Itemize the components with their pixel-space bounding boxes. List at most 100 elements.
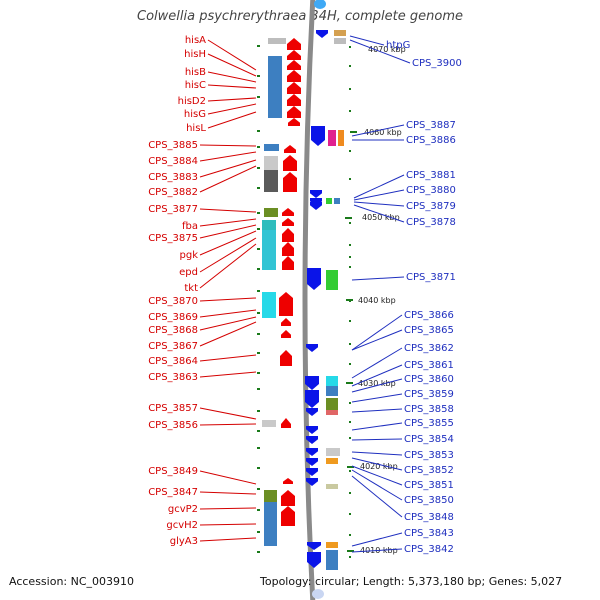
tick-left-2 [257,96,260,98]
gene-label-left-29: glyA3 [170,536,198,547]
gene-label-right-9: CPS_3866 [404,310,454,321]
gene-block-2 [264,144,279,151]
gene-label-right-0: htpG [386,40,410,51]
leader-left-14 [199,230,257,256]
gene-block-5 [264,208,278,217]
gene-label-left-24: CPS_3856 [148,420,198,431]
leader-left-2 [207,71,257,83]
tick-left-10 [257,268,260,270]
gene-label-left-26: CPS_3847 [148,487,198,498]
gene-block-23 [326,448,340,456]
leader-right-13 [351,378,403,393]
gene-arrow-forward-4 [287,82,301,94]
tick-right-18 [349,492,351,494]
gene-arrow-reverse-17 [307,552,321,568]
gene-label-right-6: CPS_3879 [406,201,456,212]
gene-label-left-16: tkt [184,283,198,294]
gene-block-13 [334,38,346,44]
leader-right-2 [351,124,405,137]
gene-label-left-18: CPS_3869 [148,312,198,323]
gene-label-left-9: CPS_3883 [148,172,198,183]
tick-right-11 [349,320,351,322]
gene-label-left-21: CPS_3864 [148,356,198,367]
leader-right-19 [351,457,403,471]
gene-block-22 [326,410,338,415]
gene-arrow-forward-1 [287,50,301,60]
gene-label-right-17: CPS_3854 [404,434,454,445]
backbone-top-marker [314,0,326,9]
leader-right-11 [351,347,403,379]
backbone-bottom-marker [312,589,324,599]
leader-right-6 [353,201,405,207]
tick-left-16 [257,388,260,390]
tick-right-21 [349,556,351,558]
tick-left-1 [257,75,260,77]
tick-left-5 [257,167,260,169]
leader-left-10 [199,165,257,193]
gene-label-right-1: CPS_3900 [412,58,462,69]
gene-block-10 [264,490,277,502]
tick-right-0 [349,46,351,48]
tick-right-15 [349,421,351,423]
gene-block-25 [326,484,338,489]
gene-block-4 [264,170,278,192]
tick-right-5 [349,178,351,180]
leader-left-7 [199,144,257,147]
tick-left-20 [257,467,260,469]
tick-left-21 [257,488,260,490]
gene-arrow-forward-6 [287,106,301,118]
leader-right-12 [351,364,403,387]
tick-right-20 [349,534,351,536]
genome-summary-text: Topology: circular; Length: 5,373,180 bp… [260,575,563,588]
leader-left-12 [199,218,257,227]
gene-label-left-0: hisA [185,35,206,46]
gene-arrow-forward-10 [283,172,297,192]
gene-arrow-reverse-4 [310,202,322,210]
scale-label-2: 4050 kbp [362,213,400,222]
leader-left-3 [207,84,257,89]
tick-right-12 [349,343,351,345]
tick-right-16 [349,437,351,439]
major-tick-2 [346,299,353,301]
gene-arrow-reverse-6 [306,344,318,352]
gene-label-right-20: CPS_3851 [404,480,454,491]
scale-label-0: 4070 kbp [368,45,406,54]
gene-label-right-21: CPS_3850 [404,495,454,506]
gene-label-left-8: CPS_3884 [148,156,198,167]
gene-label-left-13: CPS_3875 [148,233,198,244]
leader-left-9 [199,159,257,178]
leader-left-29 [199,537,257,542]
tick-left-22 [257,509,260,511]
accession-text: Accession: NC_003910 [9,575,135,588]
leader-right-8 [351,276,405,281]
gene-label-left-19: CPS_3868 [148,325,198,336]
gene-block-26 [326,542,338,548]
gene-arrow-forward-11 [282,208,294,216]
gene-arrow-reverse-12 [306,448,318,456]
gene-label-right-13: CPS_3860 [404,374,454,385]
gene-arrow-forward-23 [281,506,295,526]
gene-label-right-8: CPS_3871 [406,272,456,283]
tick-right-13 [349,363,351,365]
gene-arrow-reverse-0 [316,30,328,38]
leader-left-4 [207,97,257,102]
gene-arrow-forward-5 [287,94,301,106]
tick-left-24 [257,551,260,553]
gene-label-left-20: CPS_3867 [148,341,198,352]
gene-arrow-forward-21 [283,478,293,484]
leader-left-18 [199,309,257,318]
gene-label-right-5: CPS_3880 [406,185,456,196]
gene-block-9 [262,420,276,427]
tick-right-17 [349,470,351,472]
gene-label-left-7: CPS_3885 [148,140,198,151]
tick-left-14 [257,352,260,354]
leader-right-23 [351,532,403,547]
gene-label-right-18: CPS_3853 [404,450,454,461]
gene-arrow-reverse-7 [305,376,319,390]
gene-label-left-4: hisD2 [178,96,206,107]
gene-label-right-4: CPS_3881 [406,170,456,181]
gene-label-left-23: CPS_3857 [148,403,198,414]
gene-block-17 [334,198,340,204]
gene-arrow-forward-9 [283,155,297,171]
